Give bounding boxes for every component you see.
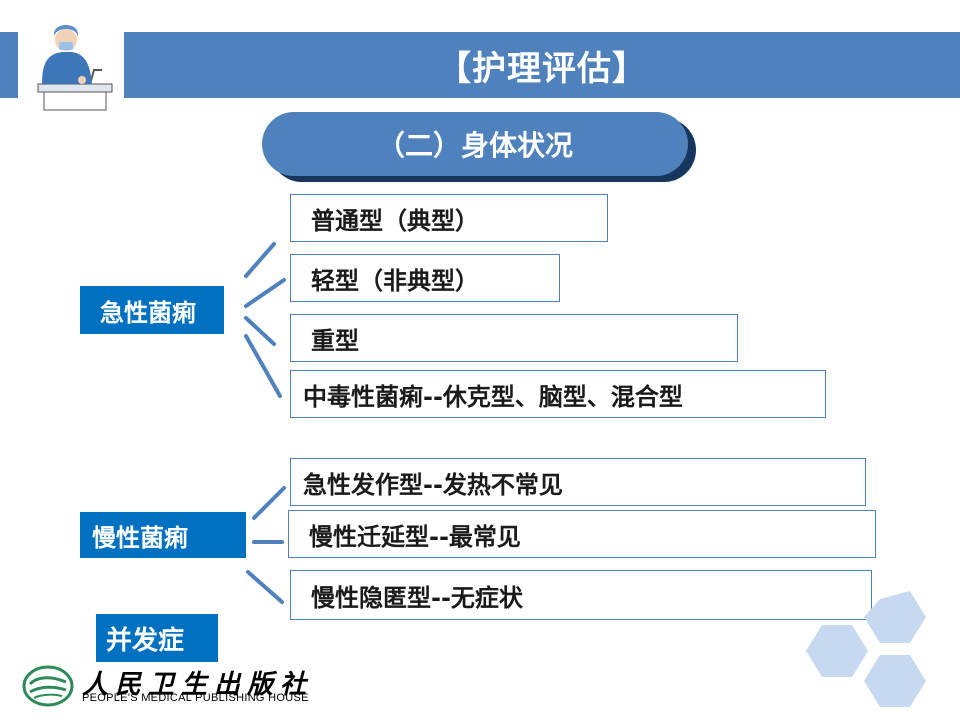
chronic-item-latent: 慢性隐匿型--无症状: [290, 570, 872, 620]
connector-acute-4: [244, 334, 282, 398]
header-bar-left: [0, 32, 18, 98]
hexagon-top: [864, 591, 926, 643]
chronic-item-protracted: 慢性迁延型--最常见: [288, 510, 876, 558]
category-chronic-dysentery: 慢性菌痢: [80, 512, 246, 558]
hexagon-left: [806, 625, 868, 677]
nurse-handwashing-icon: [37, 25, 113, 111]
acute-item-toxic: 中毒性菌痢--休克型、脑型、混合型: [290, 370, 826, 418]
connector-chronic-3: [246, 570, 284, 604]
connector-acute-1: [244, 242, 276, 278]
category-acute-dysentery: 急性菌痢: [80, 286, 224, 334]
chronic-item-acute-episode: 急性发作型--发热不常见: [290, 458, 866, 506]
publisher-logo-icon: [22, 665, 74, 707]
header-bar: [124, 32, 960, 98]
acute-item-mild: 轻型（非典型）: [290, 254, 560, 302]
category-complications: 并发症: [96, 614, 218, 662]
connector-acute-3: [244, 316, 276, 346]
connector-acute-2: [244, 278, 286, 308]
publisher-name-cn: 人民卫生出版社: [82, 670, 314, 700]
page-title: 【护理评估】: [437, 48, 647, 89]
publisher-name-en: PEOPLE'S MEDICAL PUBLISHING HOUSE: [82, 692, 309, 704]
connector-chronic-1: [252, 486, 286, 520]
subtitle-pill: （二）身体状况: [262, 112, 688, 176]
hexagon-decoration: [806, 591, 926, 707]
hexagon-bottom: [864, 655, 926, 707]
acute-item-common: 普通型（典型）: [290, 194, 608, 242]
acute-item-severe: 重型: [290, 314, 738, 362]
